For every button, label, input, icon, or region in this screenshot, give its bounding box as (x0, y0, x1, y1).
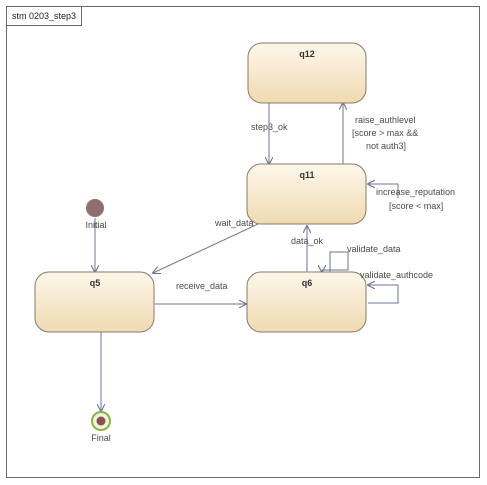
state-q12[interactable]: q12 (247, 42, 367, 104)
label-increase-reputation-1: increase_reputation (376, 187, 455, 197)
label-data-ok: data_ok (291, 236, 324, 246)
edge-validate-authcode (368, 285, 399, 304)
final-node[interactable]: Final (91, 411, 111, 443)
edge-validate-data (322, 251, 349, 272)
label-raise-authlevel-2: [score > max && (352, 128, 418, 138)
label-receive-data: receive_data (176, 281, 228, 291)
label-step3-ok: step3_ok (251, 122, 288, 132)
state-q5-name: q5 (90, 278, 101, 288)
diagram-frame: stm 0203_step3 (6, 6, 480, 478)
final-label: Final (91, 433, 111, 443)
label-validate-data: validate_data (347, 244, 401, 254)
edge-increase-reputation (368, 184, 399, 198)
initial-node[interactable]: Initial (85, 199, 107, 230)
label-increase-reputation-2: [score < max] (389, 201, 443, 211)
state-q11[interactable]: q11 (246, 163, 367, 225)
state-q11-name: q11 (299, 170, 314, 180)
label-raise-authlevel-3: not auth3] (366, 141, 406, 151)
label-raise-authlevel-1: raise_authlevel (355, 115, 416, 125)
state-q6-name: q6 (302, 278, 313, 288)
label-wait-data: wait_data (214, 218, 254, 228)
initial-label: Initial (85, 220, 106, 230)
diagram-title: stm 0203_step3 (7, 7, 83, 26)
state-q12-name: q12 (299, 49, 315, 59)
label-validate-authcode: validate_authcode (360, 270, 433, 280)
state-q5[interactable]: q5 (34, 271, 155, 333)
state-q6[interactable]: q6 (246, 271, 367, 333)
edge-wait-data (153, 223, 259, 273)
